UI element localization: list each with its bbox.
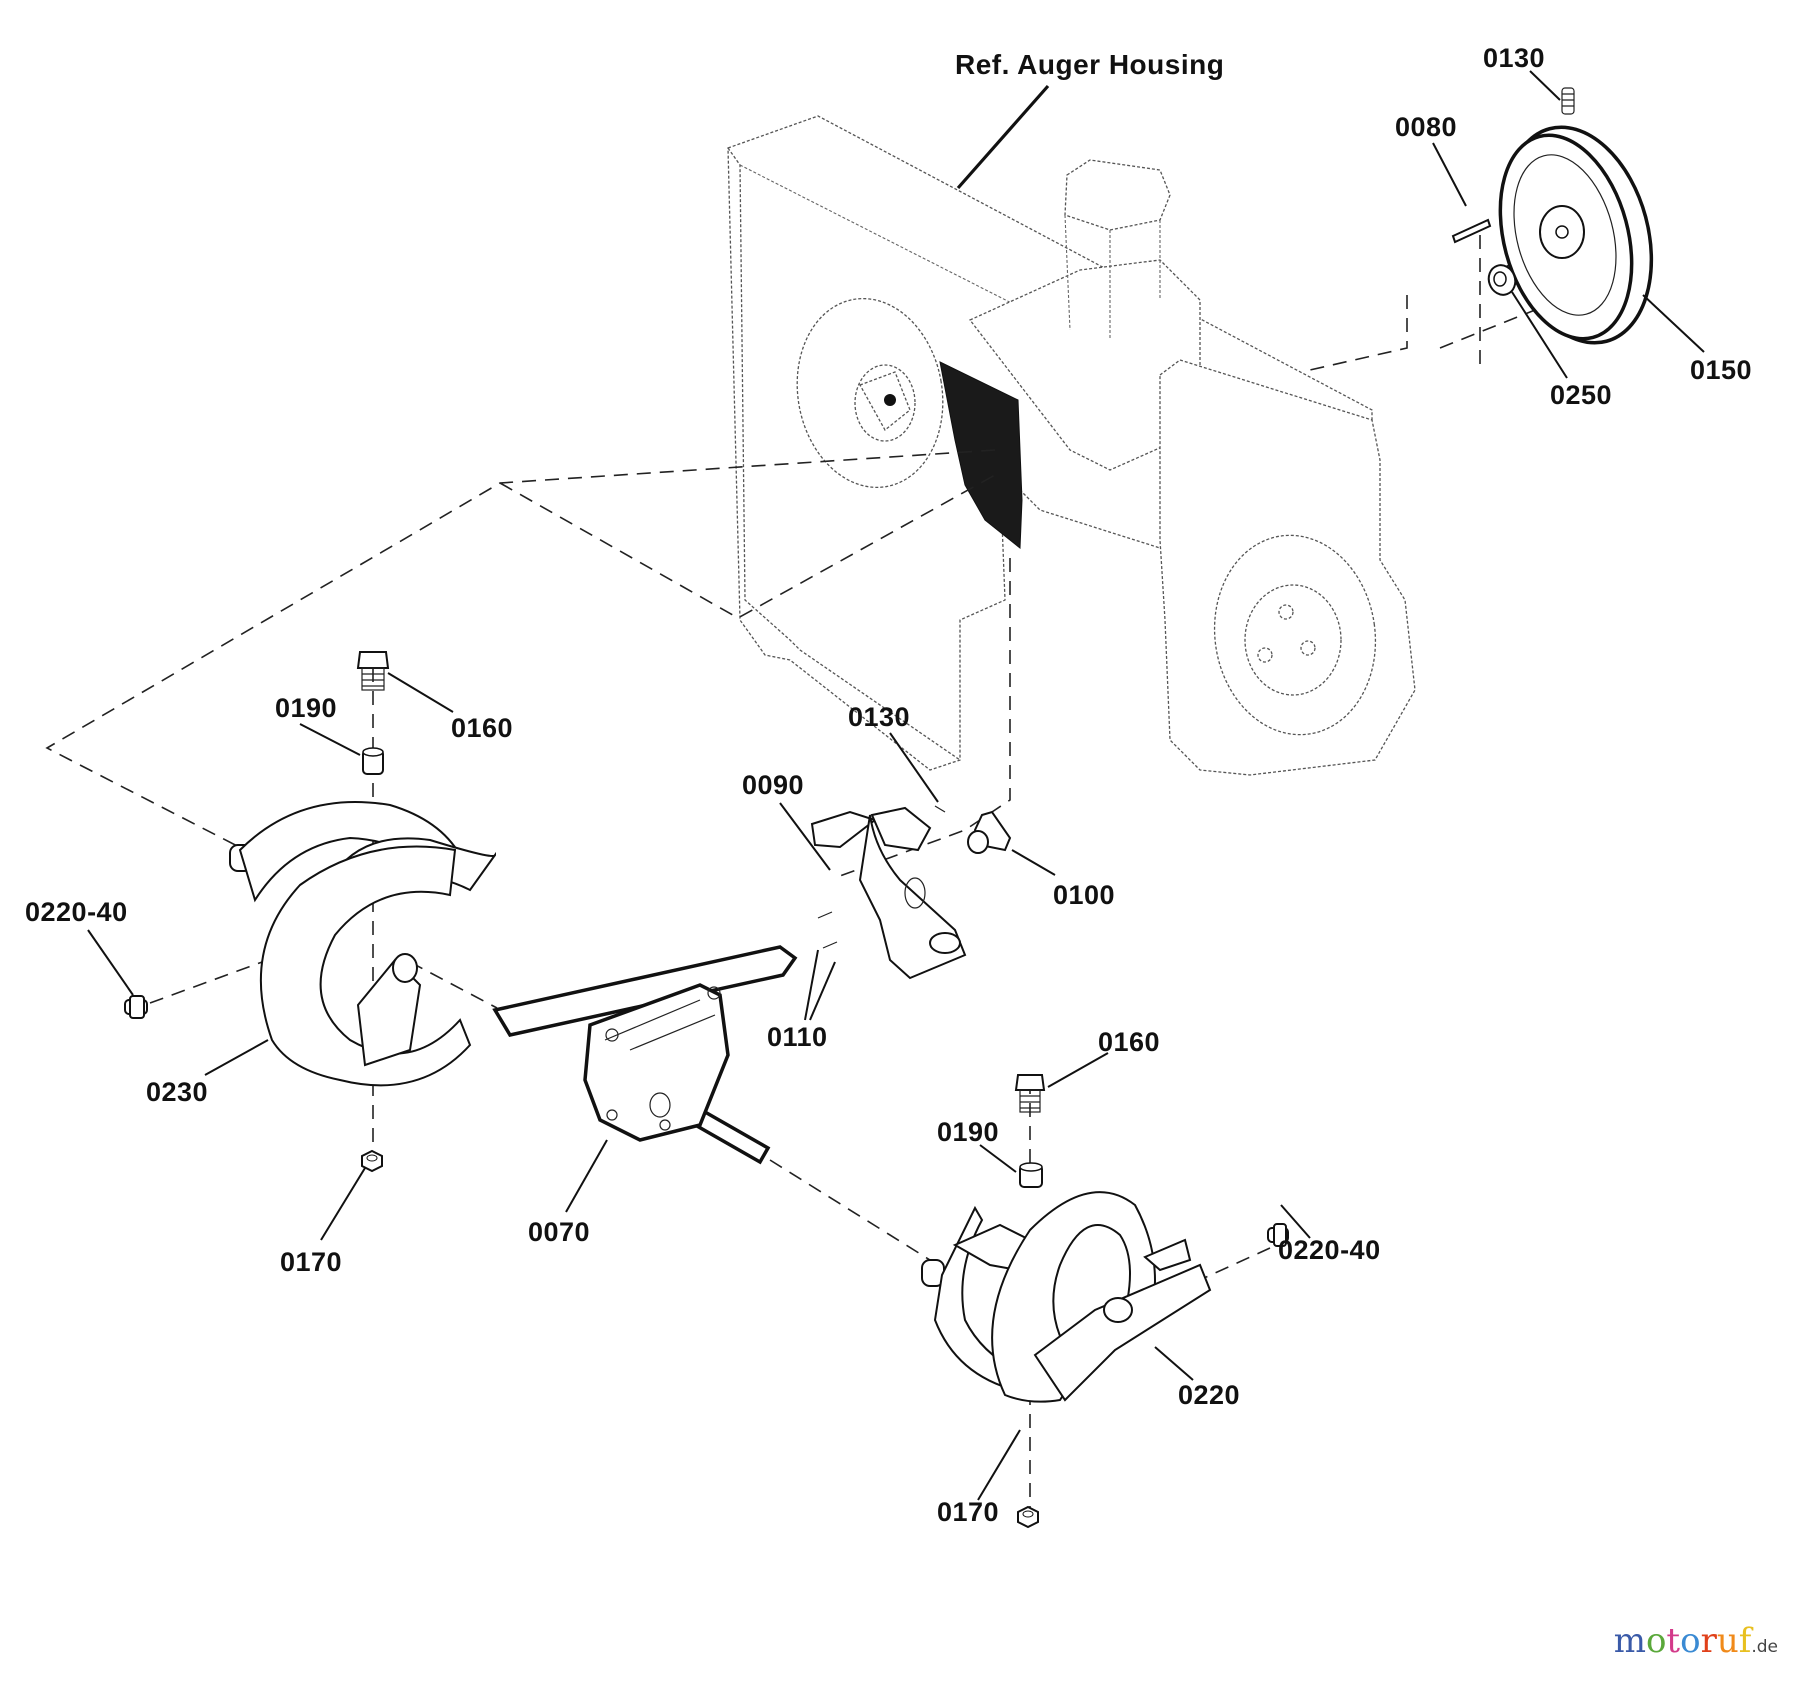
pulley-0150[interactable] (1479, 111, 1674, 360)
grease-fitting-0220-40-left[interactable] (124, 995, 148, 1019)
gearbox-0070[interactable] (492, 945, 798, 1165)
watermark-letter: r (1700, 1621, 1717, 1661)
bearing-0250[interactable] (1485, 261, 1520, 298)
bracket-0090[interactable] (810, 806, 967, 980)
watermark-letter: o (1680, 1621, 1701, 1661)
watermark-tld: .de (1751, 1637, 1778, 1657)
label-0080: 0080 (1395, 112, 1457, 142)
label-0170-left: 0170 (280, 1247, 342, 1277)
spacer-0190-left[interactable] (362, 747, 384, 775)
auger-right-0220[interactable] (921, 1191, 1212, 1403)
leader-lines (87, 70, 1705, 1501)
title-label: Ref. Auger Housing (955, 49, 1224, 80)
label-0130-bracket: 0130 (848, 702, 910, 732)
bolt-0160-right[interactable] (1014, 1074, 1046, 1113)
label-0170-right: 0170 (937, 1497, 999, 1527)
auger-housing (727, 115, 1416, 776)
watermark-logo: motoruf.de (1614, 1621, 1778, 1661)
set-screw-0130-bracket[interactable] (934, 805, 946, 813)
label-0190-right: 0190 (937, 1117, 999, 1147)
watermark-letter: o (1645, 1621, 1667, 1661)
label-0250: 0250 (1550, 380, 1612, 410)
labels: Ref. Auger Housing 0130 0080 0150 0250 0… (25, 43, 1752, 1527)
watermark-letter: m (1613, 1621, 1646, 1661)
key-0080[interactable] (1451, 218, 1492, 244)
label-0220-40-left: 0220-40 (25, 897, 128, 927)
bolt-0160-left[interactable] (356, 651, 390, 691)
watermark-letter: f (1738, 1621, 1752, 1661)
label-0150: 0150 (1690, 355, 1752, 385)
label-0100: 0100 (1053, 880, 1115, 910)
flange-0100[interactable] (967, 810, 1012, 854)
nut-0170-right[interactable] (1017, 1505, 1039, 1529)
watermark-letter: t (1666, 1621, 1681, 1661)
nut-0170-left[interactable] (361, 1149, 383, 1173)
label-0230: 0230 (146, 1077, 208, 1107)
auger-left-0230[interactable] (229, 801, 497, 1087)
label-0130-pulley: 0130 (1483, 43, 1545, 73)
label-0220-40-right: 0220-40 (1278, 1235, 1381, 1265)
label-0160-right: 0160 (1098, 1027, 1160, 1057)
screws-0110[interactable] (817, 911, 838, 949)
watermark-letter: u (1716, 1621, 1739, 1661)
label-0110: 0110 (767, 1022, 828, 1052)
spacer-0190-right[interactable] (1019, 1162, 1043, 1188)
set-screw-0130[interactable] (1561, 87, 1575, 115)
grease-fitting-0220-40-right[interactable] (1267, 1223, 1289, 1247)
label-0090: 0090 (742, 770, 804, 800)
label-0160-left: 0160 (451, 713, 513, 743)
label-0070: 0070 (528, 1217, 590, 1247)
label-0190-left: 0190 (275, 693, 337, 723)
label-0220: 0220 (1178, 1380, 1240, 1410)
